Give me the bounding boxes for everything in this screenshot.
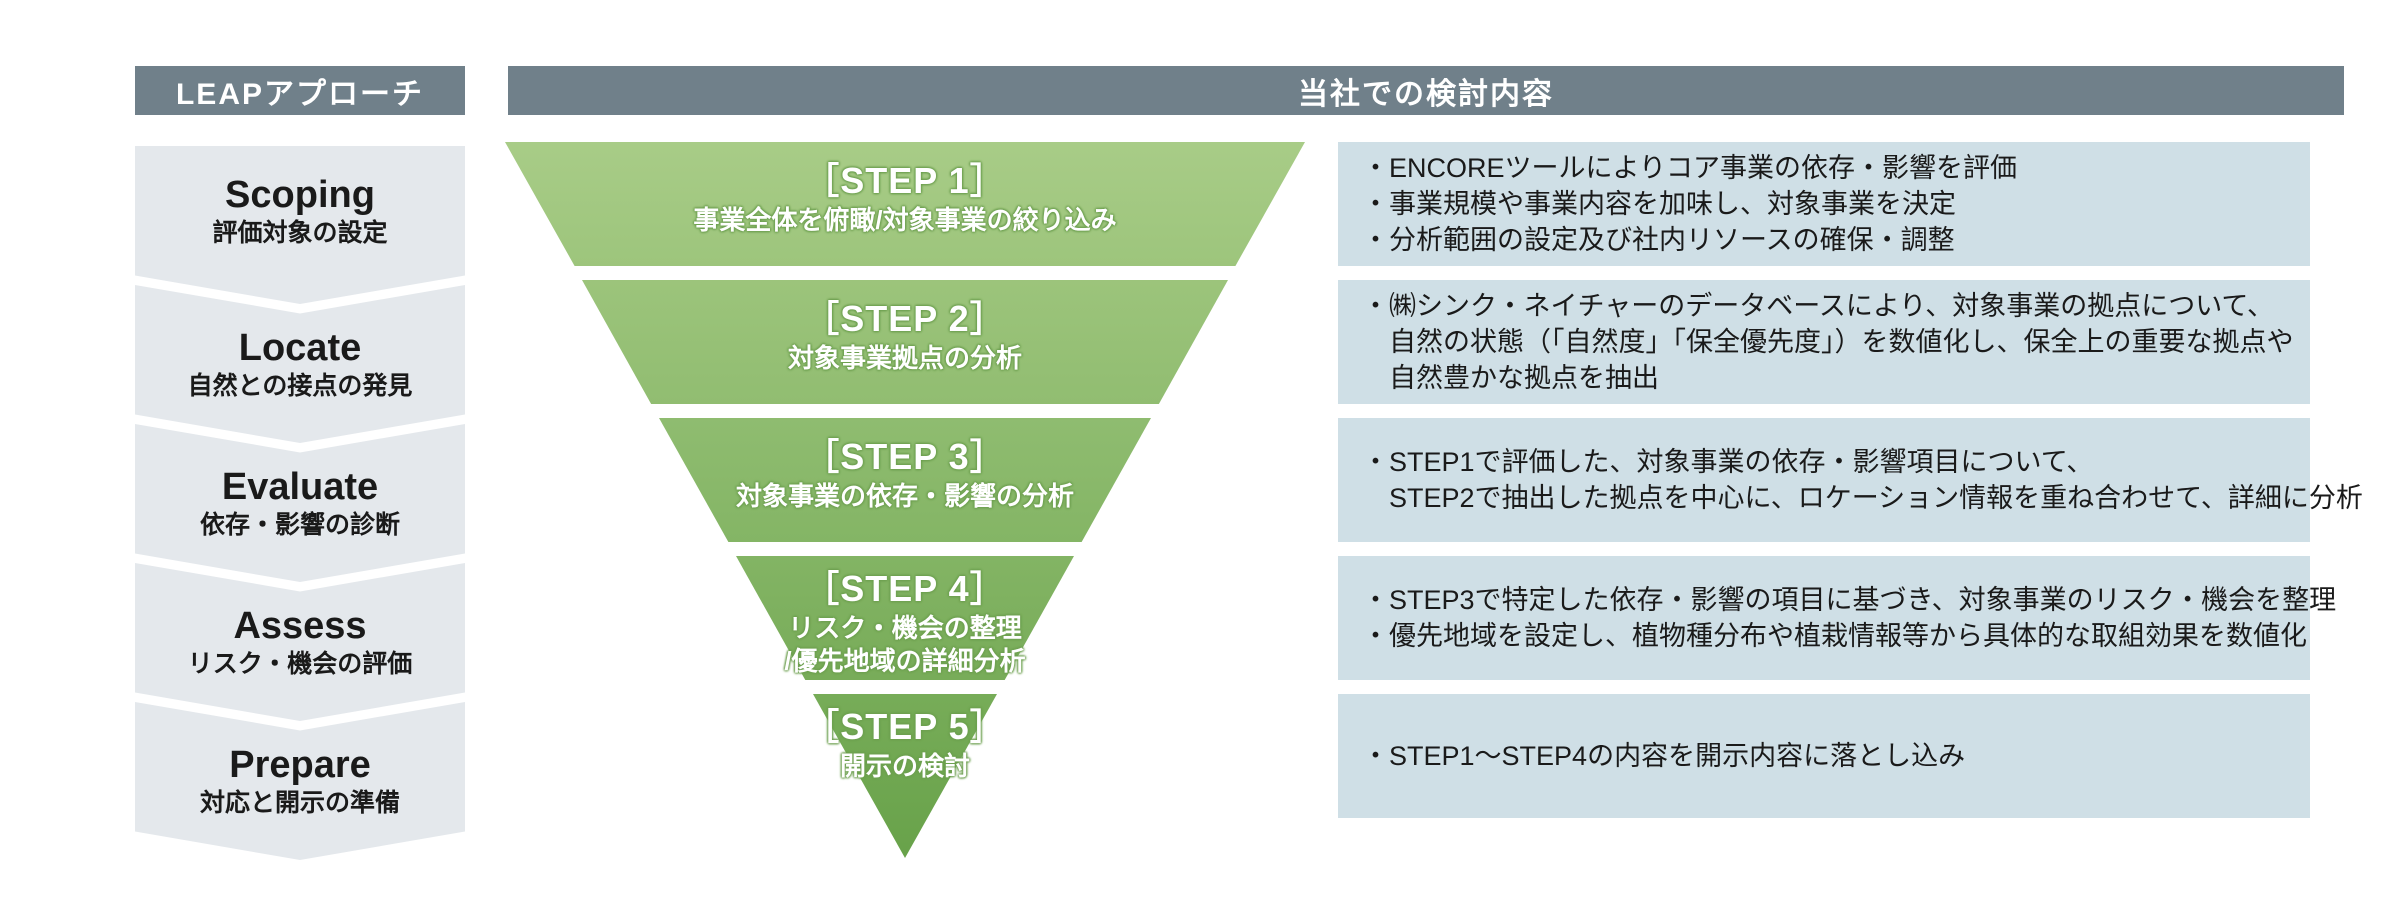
funnel-step5-text: ［STEP 5］ 開示の検討 bbox=[655, 704, 1155, 783]
funnel-step1-text: ［STEP 1］ 事業全体を俯瞰/対象事業の絞り込み bbox=[655, 158, 1155, 237]
funnel-step2-label: ［STEP 2］ bbox=[803, 298, 1007, 339]
funnel-step4-desc-line1: リスク・機会の整理 bbox=[788, 613, 1022, 643]
header-company-review-label: 当社での検討内容 bbox=[1298, 77, 1554, 111]
funnel-step5-desc: 開示の検討 bbox=[839, 751, 970, 781]
leap-step-locate: Locate 自然との接点の発見 bbox=[135, 285, 465, 443]
header-company-review: 当社での検討内容 bbox=[508, 66, 2344, 115]
detail-line: ・優先地域を設定し、植物種分布や植栽情報等から具体的な取組効果を数値化 bbox=[1362, 621, 2307, 651]
leap-step-assess-title: Assess bbox=[233, 605, 367, 647]
funnel-step2-shape bbox=[582, 280, 1228, 404]
funnel-step5-label: ［STEP 5］ bbox=[803, 706, 1007, 747]
funnel-step4-label: ［STEP 4］ bbox=[803, 568, 1007, 609]
leap-step-locate-title: Locate bbox=[238, 327, 362, 369]
funnel-step3-text: ［STEP 3］ 対象事業の依存・影響の分析 bbox=[655, 434, 1155, 513]
funnel-step4-desc-line2: /優先地域の詳細分析 bbox=[784, 646, 1026, 676]
detail-box-step2: ・㈱シンク・ネイチャーのデータベースにより、対象事業の拠点について、 自然の状態… bbox=[1338, 280, 2310, 404]
detail-line: 自然の状態（「自然度」「保全優先度」）を数値化し、保全上の重要な拠点や bbox=[1362, 327, 2294, 357]
funnel-step3-shape bbox=[659, 418, 1151, 542]
detail-box-step3: ・STEP1で評価した、対象事業の依存・影響項目について、 STEP2で抽出した… bbox=[1338, 418, 2363, 542]
leap-step-assess: Assess リスク・機会の評価 bbox=[135, 563, 465, 721]
funnel-step2-desc: 対象事業拠点の分析 bbox=[787, 343, 1022, 373]
leap-step-evaluate: Evaluate 依存・影響の診断 bbox=[135, 424, 465, 582]
detail-line: ・STEP1で評価した、対象事業の依存・影響項目について、 bbox=[1362, 447, 2094, 477]
leap-step-prepare-title: Prepare bbox=[229, 744, 371, 786]
detail-line: ・STEP1～STEP4の内容を開示内容に落とし込み bbox=[1362, 741, 1966, 771]
leap-step-scoping: Scoping 評価対象の設定 bbox=[135, 146, 465, 304]
detail-box-step5: ・STEP1～STEP4の内容を開示内容に落とし込み bbox=[1338, 694, 2310, 818]
leap-step-locate-subtitle: 自然との接点の発見 bbox=[187, 372, 413, 400]
funnel-step1-shape bbox=[505, 142, 1305, 266]
leap-step-prepare: Prepare 対応と開示の準備 bbox=[135, 702, 465, 860]
leap-step-prepare-subtitle: 対応と開示の準備 bbox=[199, 789, 400, 817]
detail-line: ・STEP3で特定した依存・影響の項目に基づき、対象事業のリスク・機会を整理 bbox=[1362, 585, 2337, 615]
detail-line: ・事業規模や事業内容を加味し、対象事業を決定 bbox=[1362, 189, 1956, 219]
detail-box-step4: ・STEP3で特定した依存・影響の項目に基づき、対象事業のリスク・機会を整理 ・… bbox=[1338, 556, 2337, 680]
detail-line: ・㈱シンク・ネイチャーのデータベースにより、対象事業の拠点について、 bbox=[1362, 291, 2275, 321]
funnel-step1-label: ［STEP 1］ bbox=[803, 160, 1007, 201]
leap-step-evaluate-title: Evaluate bbox=[221, 466, 379, 508]
detail-line: ・分析範囲の設定及び社内リソースの確保・調整 bbox=[1362, 225, 1955, 255]
leap-step-evaluate-subtitle: 依存・影響の診断 bbox=[199, 511, 400, 539]
detail-line: ・ENCOREツールによりコア事業の依存・影響を評価 bbox=[1362, 153, 2017, 183]
leap-step-scoping-subtitle: 評価対象の設定 bbox=[212, 219, 388, 247]
funnel-step3-desc: 対象事業の依存・影響の分析 bbox=[735, 481, 1074, 511]
funnel-step2-text: ［STEP 2］ 対象事業拠点の分析 bbox=[655, 296, 1155, 375]
funnel-step3-label: ［STEP 3］ bbox=[803, 436, 1007, 477]
header-leap-approach: LEAPアプローチ bbox=[135, 66, 465, 115]
header-leap-approach-label: LEAPアプローチ bbox=[175, 77, 424, 111]
leap-step-scoping-title: Scoping bbox=[225, 174, 375, 216]
detail-line: 自然豊かな拠点を抽出 bbox=[1362, 363, 1659, 393]
funnel-step4-text: ［STEP 4］ リスク・機会の整理 /優先地域の詳細分析 bbox=[655, 566, 1155, 678]
leap-step-assess-subtitle: リスク・機会の評価 bbox=[187, 650, 413, 678]
detail-line: STEP2で抽出した拠点を中心に、ロケーション情報を重ね合わせて、詳細に分析 bbox=[1362, 483, 2363, 513]
detail-box-step1: ・ENCOREツールによりコア事業の依存・影響を評価 ・事業規模や事業内容を加味… bbox=[1338, 142, 2310, 266]
funnel-step1-desc: 事業全体を俯瞰/対象事業の絞り込み bbox=[693, 205, 1117, 235]
